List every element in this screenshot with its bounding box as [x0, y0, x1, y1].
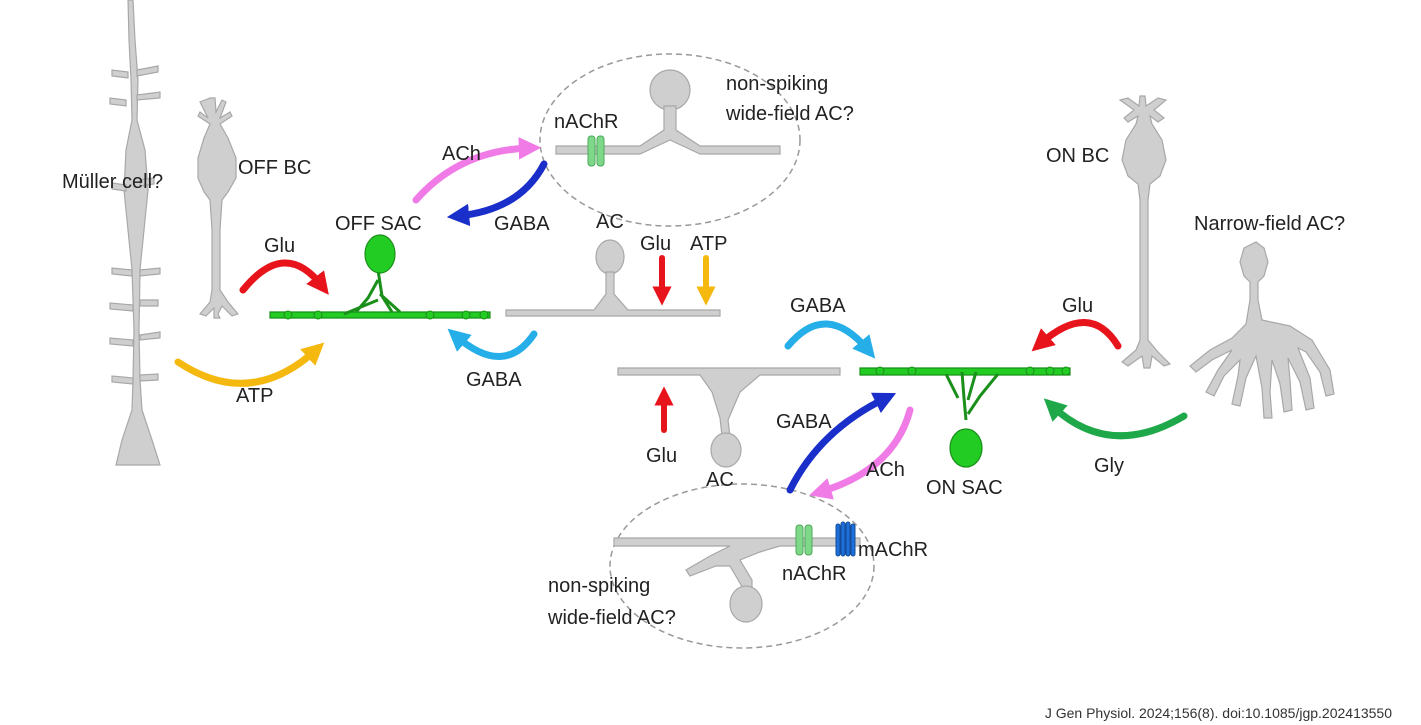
gly-arrow-narrow [1043, 398, 1188, 440]
ach-bottom-label: ACh [866, 459, 905, 481]
muller-cell [109, 0, 161, 466]
glu-arrow-off-bc [239, 259, 329, 295]
nachr-bottom-receptor [795, 524, 813, 556]
citation-text: J Gen Physiol. 2024;156(8). doi:10.1085/… [1045, 705, 1392, 721]
gaba-bottom-label: GABA [776, 411, 832, 433]
glu-ac-top-label: Glu [640, 233, 671, 255]
gaba-arrow-on-ac [784, 320, 876, 359]
on-bipolar-cell [1118, 95, 1172, 369]
on-bc-label: ON BC [1046, 145, 1109, 167]
machr-receptor [835, 521, 856, 557]
gaba-off-ac-label: GABA [466, 369, 522, 391]
gaba-top-label: GABA [494, 213, 550, 235]
glu-on-bc-label: Glu [1062, 295, 1093, 317]
amacrine-cell-top [505, 239, 721, 317]
gaba-on-ac-label: GABA [790, 295, 846, 317]
glu-off-bc-label: Glu [264, 235, 295, 257]
on-starburst-amacrine-cell [859, 366, 1071, 468]
off-sac-label: OFF SAC [335, 213, 422, 235]
narrow-field-amacrine-cell [1189, 241, 1335, 419]
glu-arrow-on-bc [1031, 319, 1122, 352]
gaba-arrow-bottom-wide [786, 392, 897, 494]
narrow-field-ac-label: Narrow-field AC? [1194, 213, 1345, 235]
atp-ac-top-label: ATP [690, 233, 727, 255]
off-bc-label: OFF BC [238, 157, 311, 179]
atp-muller-label: ATP [236, 385, 273, 407]
nachr-bottom-label: nAChR [782, 563, 846, 585]
amacrine-cell-bottom [617, 367, 841, 468]
nachr-top-label: nAChR [554, 111, 618, 133]
wide-field-bottom-label-line1: non-spiking [548, 575, 650, 597]
wide-field-top-label-line1: non-spiking [726, 73, 828, 95]
ach-arrow-bottom [809, 406, 914, 500]
glu-ac-bottom-label: Glu [646, 445, 677, 467]
gaba-arrow-off-ac [447, 328, 538, 360]
wide-field-top-label-line2: wide-field AC? [725, 103, 854, 125]
atp-arrow-muller [174, 342, 325, 387]
nachr-top-receptor [587, 135, 605, 167]
ac-top-label: AC [596, 211, 624, 233]
ach-top-label: ACh [442, 143, 481, 165]
ac-bottom-label: AC [706, 469, 734, 491]
off-bipolar-cell [197, 97, 240, 319]
ach-arrow-top [412, 137, 542, 204]
gaba-arrow-top-wide [446, 160, 548, 227]
wide-field-ac-top-cell [555, 69, 781, 155]
gly-narrow-label: Gly [1094, 455, 1124, 477]
muller-cell-label: Müller cell? [62, 171, 163, 193]
wide-field-ac-bottom-ellipse [609, 483, 875, 649]
on-sac-label: ON SAC [926, 477, 1003, 499]
machr-label: mAChR [858, 539, 928, 561]
wide-field-bottom-label-line2: wide-field AC? [547, 607, 676, 629]
off-starburst-amacrine-cell [269, 234, 491, 320]
